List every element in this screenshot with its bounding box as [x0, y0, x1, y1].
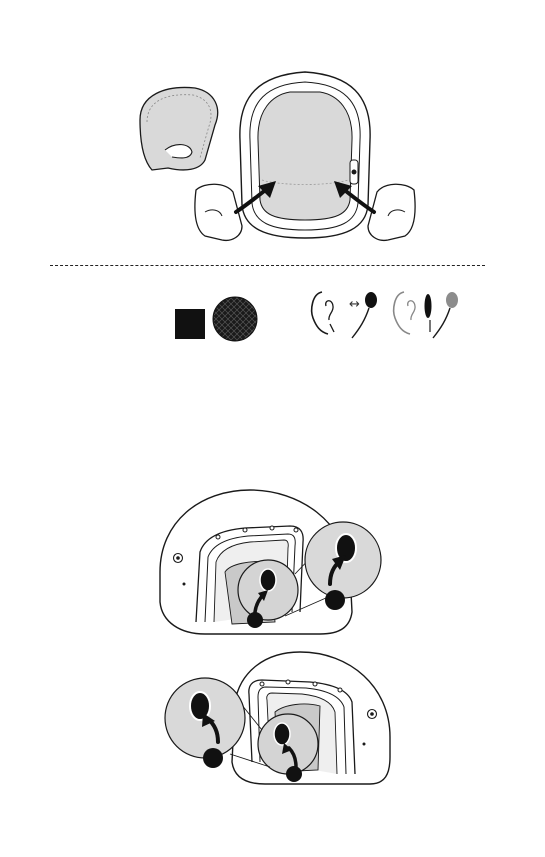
- swap-arrow-icon: ↔: [349, 297, 360, 312]
- crown-liner-piece: [140, 87, 218, 170]
- helmet-side-view-lower: [232, 652, 390, 784]
- velcro-hook-square-icon: [175, 309, 205, 339]
- component-legend-illustration: ↔: [0, 262, 545, 462]
- grey-microphone-icon: [433, 292, 458, 338]
- ear-with-speaker-pad-icon: [394, 292, 432, 334]
- liner-installation-panel: [0, 0, 545, 262]
- component-legend-panel: ↔: [0, 262, 545, 462]
- ear-speaker-alignment-icon: [312, 292, 334, 334]
- velcro-loop-disc-icon: [213, 297, 257, 341]
- helmet-shell-interior: [240, 72, 370, 238]
- speaker-mounting-illustration: [0, 462, 545, 857]
- speaker-mounting-panel: [0, 462, 545, 857]
- liner-installation-illustration: [0, 0, 545, 262]
